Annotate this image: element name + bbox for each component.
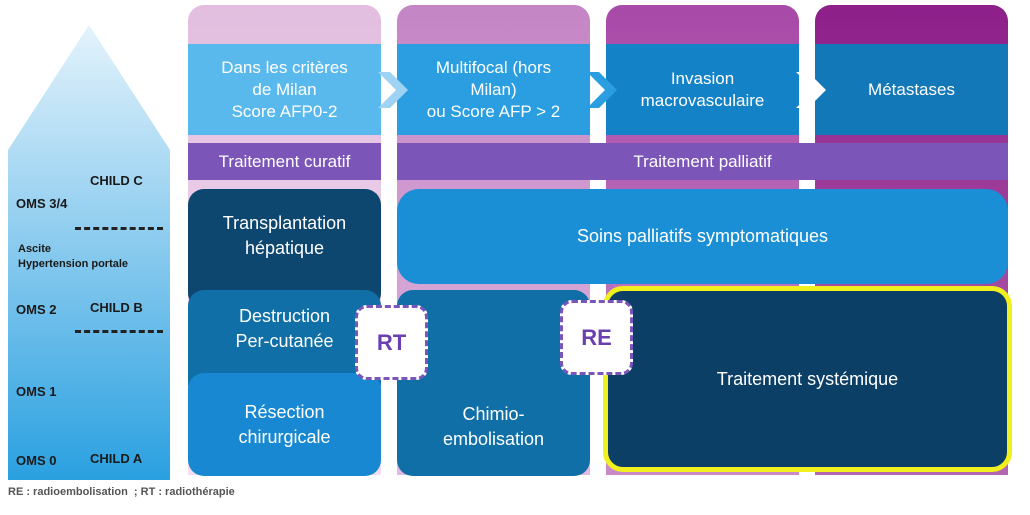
label-oms-2: OMS 2 xyxy=(16,302,57,317)
label-ascite: Ascite xyxy=(18,243,52,255)
label-oms-1: OMS 1 xyxy=(16,384,57,399)
label-oms-0: OMS 0 xyxy=(16,453,57,468)
band-traitement-palliatif: Traitement palliatif xyxy=(397,143,1008,180)
box-chimio-embolisation: Chimio- embolisation xyxy=(397,290,590,476)
label-child-a: CHILD A xyxy=(90,451,143,466)
divider-child-b xyxy=(75,330,163,333)
label-oms-34: OMS 3/4 xyxy=(16,196,68,211)
severity-scale-arrow xyxy=(8,25,170,480)
tag-radiotherapie: RT xyxy=(355,305,428,380)
label-hypertension-portale: Hypertension portale xyxy=(18,258,129,270)
label-child-b: CHILD B xyxy=(90,300,143,315)
band-traitement-curatif: Traitement curatif xyxy=(188,143,381,180)
stage-milan: Dans les critères de Milan Score AFP0-2 xyxy=(188,44,381,135)
divider-child-c xyxy=(75,227,163,230)
stage-multifocal: Multifocal (hors Milan) ou Score AFP > 2 xyxy=(397,44,590,135)
footnote: RE : radioembolisation ; RT : radiothéra… xyxy=(8,486,235,498)
box-soins-palliatifs: Soins palliatifs symptomatiques xyxy=(397,189,1008,284)
chevron-right-icon xyxy=(796,72,826,108)
box-transplantation: Transplantation hépatique xyxy=(188,189,381,309)
box-traitement-systemique: Traitement systémique xyxy=(603,286,1012,472)
stage-metastases: Métastases xyxy=(815,44,1008,135)
chevron-right-icon xyxy=(378,72,408,108)
chevron-right-icon xyxy=(587,72,617,108)
box-resection-chirurgicale: Résection chirurgicale xyxy=(188,373,381,476)
stage-invasion: Invasion macrovasculaire xyxy=(606,44,799,135)
label-child-c: CHILD C xyxy=(90,173,143,188)
tag-radioembolisation: RE xyxy=(560,300,633,375)
